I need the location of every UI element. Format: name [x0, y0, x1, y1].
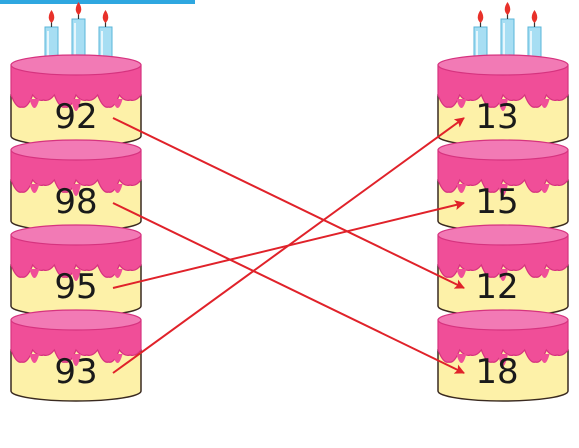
frosting-drip [456, 184, 467, 193]
right-cake-tier-2: 15 [437, 139, 569, 232]
cake-top [10, 139, 142, 161]
cake-top [437, 224, 569, 246]
left-cake-tier-3: 95 [10, 224, 142, 317]
left-number-1: 92 [54, 97, 97, 137]
cake-top [10, 54, 142, 76]
frosting-drip [112, 354, 123, 363]
right-number-1: 13 [475, 97, 518, 137]
cake-frosting [10, 149, 142, 193]
left-cake-tier-2: 98 [10, 139, 142, 232]
frosting-drip [112, 99, 123, 108]
frosting-drip [498, 269, 508, 281]
left-number-4: 93 [54, 352, 97, 392]
flame-icon [48, 10, 55, 23]
frosting-drip [456, 99, 467, 108]
cake-frosting [10, 319, 142, 363]
flame-icon [531, 10, 538, 23]
arrow-92-to-12 [112, 117, 465, 289]
cake-frosting [437, 64, 569, 108]
cake-top [437, 139, 569, 161]
arrow-98-to-18 [112, 202, 465, 374]
frosting-drip [456, 269, 467, 278]
frosting-drip [71, 99, 81, 111]
cake-body [437, 349, 569, 402]
right-cake-tier-3: 12 [437, 224, 569, 317]
cake-frosting [437, 234, 569, 278]
cake-frosting [10, 64, 142, 108]
right-cake-tier-4: 18 [437, 309, 569, 402]
right-number-3: 12 [475, 267, 518, 307]
frosting-drip [539, 269, 550, 278]
frosting-drip [498, 99, 508, 111]
header-rule [0, 0, 195, 4]
left-number-2: 98 [54, 182, 97, 222]
frosting-drip [71, 354, 81, 366]
right-cake-tier-1: 13 [437, 54, 569, 147]
frosting-drip [498, 184, 508, 196]
cake-body [10, 349, 142, 402]
cake-frosting [437, 149, 569, 193]
flame-icon [504, 2, 511, 15]
cake-top [10, 309, 142, 331]
frosting-drip [112, 184, 123, 193]
right-number-2: 15 [475, 182, 518, 222]
cake-top [437, 54, 569, 76]
cake-frosting [10, 234, 142, 278]
flame-icon [75, 2, 82, 15]
arrow-93-to-13 [112, 117, 465, 374]
frosting-drip [29, 99, 40, 108]
match-arrows [112, 117, 465, 374]
frosting-drip [456, 354, 467, 363]
left-number-3: 95 [54, 267, 97, 307]
right-cake-stack: 13 15 12 18 [437, 2, 569, 402]
frosting-drip [498, 354, 508, 366]
cake-top [10, 224, 142, 246]
left-cake-tier-1: 92 [10, 54, 142, 147]
frosting-drip [71, 269, 81, 281]
flame-icon [477, 10, 484, 23]
right-number-4: 18 [475, 352, 518, 392]
cake-frosting [437, 319, 569, 363]
left-cake-tier-4: 93 [10, 309, 142, 402]
flame-icon [102, 10, 109, 23]
left-cake-stack: 92 98 95 93 [10, 2, 142, 402]
frosting-drip [29, 269, 40, 278]
frosting-drip [539, 184, 550, 193]
frosting-drip [539, 99, 550, 108]
cake-top [437, 309, 569, 331]
frosting-drip [71, 184, 81, 196]
frosting-drip [112, 269, 123, 278]
frosting-drip [29, 354, 40, 363]
frosting-drip [29, 184, 40, 193]
frosting-drip [539, 354, 550, 363]
